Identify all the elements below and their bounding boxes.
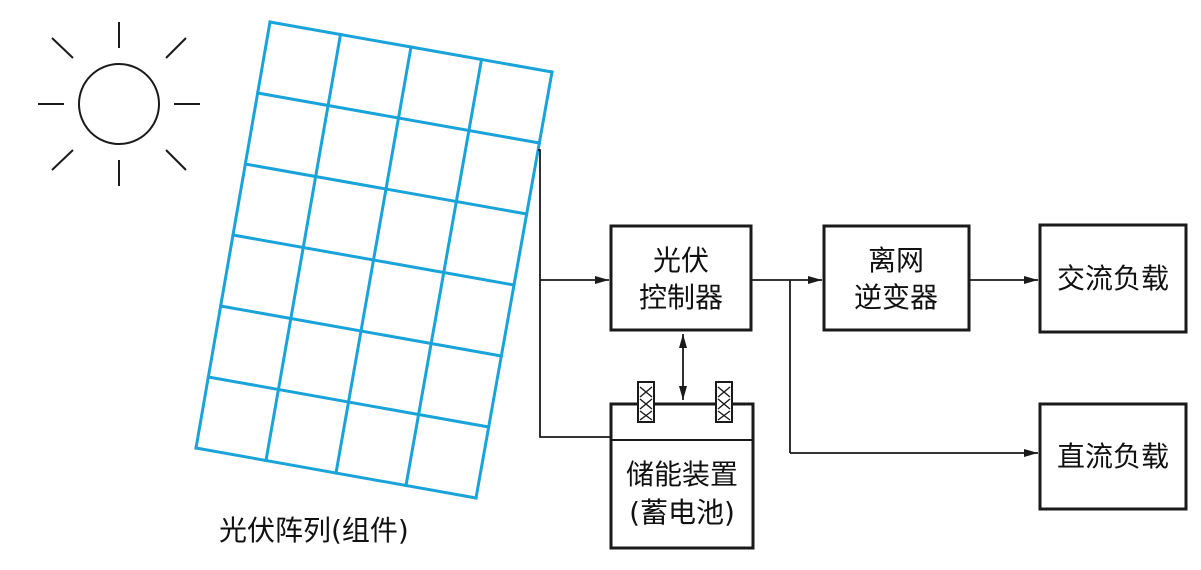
- panel-grid-horizontal-line: [218, 304, 504, 358]
- dc-load-block: 直流负载: [1038, 402, 1188, 511]
- pv-controller-block: 光伏 控制器: [609, 224, 753, 332]
- panel-grid-horizontal-line: [194, 446, 478, 500]
- inverter-label-line2: 逆变器: [854, 281, 938, 314]
- solar-panel-array: [194, 20, 554, 500]
- panel-grid-horizontal-line: [206, 375, 491, 429]
- battery-terminal-left-icon: [637, 381, 655, 423]
- battery-terminal-right-icon: [715, 381, 733, 423]
- ac-load-label: 交流负载: [1057, 262, 1169, 295]
- offgrid-inverter-block: 离网 逆变器: [822, 224, 971, 332]
- controller-label-line1: 光伏: [653, 244, 709, 277]
- storage-battery-block: 储能装置 (蓄电池): [609, 402, 755, 550]
- connection-lines: [538, 149, 1038, 457]
- sun-icon: [38, 22, 200, 186]
- storage-label-line2: (蓄电池): [629, 496, 735, 529]
- controller-label-line2: 控制器: [639, 281, 723, 314]
- panel-grid-horizontal-line: [243, 162, 529, 216]
- inverter-label-line1: 离网: [868, 244, 924, 277]
- panel-grid-horizontal-line: [268, 20, 554, 74]
- panel-grid-horizontal-line: [255, 91, 542, 145]
- dc-load-label: 直流负载: [1057, 440, 1169, 473]
- panel-caption: 光伏阵列(组件): [219, 514, 409, 547]
- ac-load-block: 交流负载: [1038, 223, 1188, 334]
- panel-grid-horizontal-line: [231, 233, 516, 287]
- panel-output-line: [538, 149, 611, 438]
- storage-label-line1: 储能装置: [626, 458, 738, 491]
